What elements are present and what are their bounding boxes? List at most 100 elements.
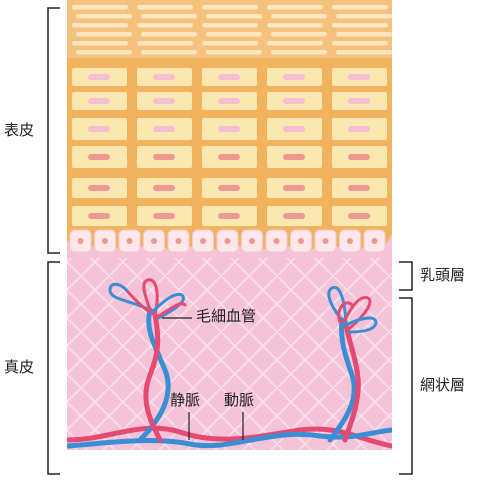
right-vein-trunk (327, 317, 357, 443)
corneum-line (271, 14, 327, 19)
cell-nucleus (153, 185, 175, 191)
artery-label: 動脈 (224, 391, 255, 409)
basal-cell-nucleus (151, 238, 157, 244)
cell-nucleus (283, 126, 305, 132)
corneum-line (72, 5, 128, 10)
corneum-line (141, 50, 197, 55)
cell-nucleus (283, 185, 305, 191)
basal-cells (69, 229, 386, 253)
artery-horizontal (67, 425, 392, 449)
cell-nucleus (153, 126, 175, 132)
right-capillary-loop-4 (337, 301, 354, 324)
cell-nucleus (218, 185, 240, 191)
corneum-line (267, 23, 323, 28)
left-capillary-loop-2 (142, 278, 159, 317)
vein-horizontal (67, 427, 392, 449)
vein-label: 静脈 (170, 391, 201, 409)
corneum-line (76, 50, 132, 55)
corneum-line (137, 5, 193, 10)
cell-nucleus (218, 74, 240, 80)
blood-vessels (67, 278, 392, 449)
corneum-line (336, 14, 392, 19)
corneum-line (137, 41, 193, 46)
basal-cell-nucleus (102, 238, 108, 244)
basal-cell-nucleus (175, 238, 182, 244)
left-artery-trunk (143, 312, 163, 443)
corneum-line (76, 32, 132, 37)
corneum-line (267, 5, 323, 10)
epidermis-bracket (47, 7, 60, 254)
cell-nucleus (88, 213, 110, 219)
left-vein-trunk (137, 307, 171, 443)
cell-nucleus (153, 213, 175, 219)
cell-nucleus (153, 154, 175, 160)
basal-cell-nucleus (298, 238, 304, 244)
left-capillary-loop-4 (153, 302, 187, 320)
cell-nucleus (88, 154, 110, 160)
corneum-line (141, 14, 197, 19)
cell-nucleus (88, 185, 110, 191)
epidermis-label: 表皮 (4, 121, 35, 139)
cell-nucleus (88, 126, 110, 132)
corneum-line (336, 32, 392, 37)
cell-nucleus (218, 126, 240, 132)
corneum-line (332, 41, 388, 46)
papillary-layer-label: 乳頭層 (420, 266, 466, 284)
basal-cell-nucleus (347, 238, 353, 244)
left-capillary-loop-1-red (126, 290, 157, 317)
right-artery-trunk (342, 322, 361, 443)
basal-cell-nucleus (200, 238, 206, 244)
corneum-line (72, 41, 128, 46)
corneum-line (332, 23, 388, 28)
corneum-line (137, 23, 193, 28)
capillaries-label: 毛細血管 (196, 307, 257, 325)
cell-nucleus (348, 98, 370, 104)
cell-nucleus (348, 154, 370, 160)
cell-nucleus (153, 98, 175, 104)
basal-cell-nucleus (224, 238, 231, 244)
corneum-line (206, 32, 262, 37)
stratum-corneum (67, 0, 392, 58)
cell-nucleus (348, 185, 370, 191)
cell-nucleus (283, 154, 305, 160)
cell-nucleus (348, 213, 370, 219)
dermis-bracket (47, 261, 60, 475)
corneum-line (72, 23, 128, 28)
corneum-line (336, 50, 392, 55)
reticular-layer-label: 網状層 (420, 376, 466, 394)
epidermis-cells (72, 68, 387, 226)
dermis-label: 真皮 (4, 358, 35, 376)
basal-cell-nucleus (273, 238, 280, 244)
basal-cell-nucleus (371, 238, 378, 244)
stratum-corneum-lines (72, 5, 392, 55)
corneum-line (202, 5, 258, 10)
cell-nucleus (283, 213, 305, 219)
basal-cell-nucleus (77, 238, 84, 244)
cell-nucleus (283, 74, 305, 80)
cell-nucleus (218, 213, 240, 219)
cell-nucleus (88, 74, 110, 80)
basal-cell-nucleus (126, 238, 133, 244)
cell-nucleus (153, 74, 175, 80)
basal-cell-nucleus (322, 238, 329, 244)
papillary-bracket (399, 261, 413, 291)
right-capillary-loop-2 (342, 295, 372, 330)
corneum-line (271, 50, 327, 55)
corneum-line (76, 14, 132, 19)
left-capillary-loop-1 (108, 282, 152, 312)
corneum-line (332, 5, 388, 10)
cell-nucleus (88, 98, 110, 104)
corneum-line (202, 23, 258, 28)
corneum-line (267, 41, 323, 46)
corneum-line (206, 50, 262, 55)
basal-cell-nucleus (249, 238, 255, 244)
reticular-bracket (399, 297, 413, 475)
cell-nucleus (218, 154, 240, 160)
right-capillary-loop-1 (327, 285, 348, 327)
cell-nucleus (283, 98, 305, 104)
corneum-line (206, 14, 262, 19)
cell-nucleus (348, 126, 370, 132)
corneum-line (202, 41, 258, 46)
corneum-line (141, 32, 197, 37)
